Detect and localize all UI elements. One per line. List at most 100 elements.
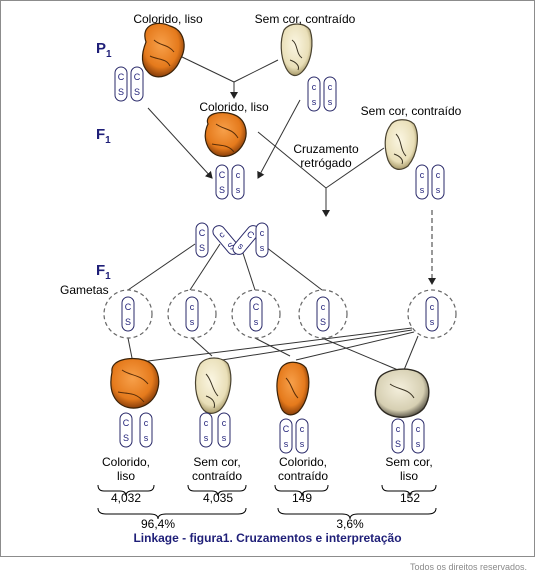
p1-colorless-chr-2-top-allele: c — [328, 82, 333, 92]
f1-recessive-chr-2-bottom-allele: s — [436, 185, 441, 195]
offspring-1-chr-2-bottom-allele: s — [144, 433, 149, 443]
offspring-4-chr-2: cs — [411, 418, 425, 454]
offspring-2-chr-2: cs — [217, 412, 231, 448]
p1-colored-chr-2: CS — [130, 66, 144, 102]
recessive-line-3 — [295, 331, 415, 361]
gamete-chr-3: Cs — [249, 296, 263, 332]
p1-colored-chr-1: CS — [114, 66, 128, 102]
parental-percentage: 96,4% — [140, 517, 176, 531]
offspring-3-chr-2: cs — [295, 418, 309, 454]
gamete-circle-2 — [167, 289, 217, 339]
gamete-chr-4-top-allele: c — [321, 302, 326, 312]
gamete-chr-2-top-allele: c — [190, 302, 195, 312]
seed-offspring-colorless-smooth — [374, 368, 430, 418]
seed-f1-colored — [204, 111, 247, 157]
offspring-2-chr-2-bottom-allele: s — [222, 433, 227, 443]
p1-colored-chr-1-bottom-allele: S — [118, 87, 124, 97]
brace-count-3 — [274, 484, 329, 497]
p1-right-connector — [233, 59, 279, 83]
f1-recessive-chr-1-bottom-allele: s — [420, 185, 425, 195]
recessive-line-4 — [403, 335, 419, 371]
f1-chr-1: CS — [215, 164, 229, 200]
offspring-line-4 — [321, 337, 399, 371]
gamete-chr-3-top-allele: C — [253, 302, 260, 312]
crossover-chr-3-bottom-allele: s — [236, 241, 246, 252]
gamete-chr-3-bottom-allele: s — [254, 317, 259, 327]
gamete-circles — [103, 289, 457, 339]
offspring-2-label: Sem cor,contraído — [182, 455, 252, 483]
f1-chr-2-bottom-allele: s — [236, 185, 241, 195]
gamete-circle-4 — [298, 289, 348, 339]
f1-colorless-label: Sem cor, contraído — [360, 104, 462, 118]
offspring-2-chr-1-top-allele: c — [204, 418, 209, 428]
gamete-chr-5: cs — [425, 296, 439, 332]
gamete-chr-2: cs — [185, 296, 199, 332]
offspring-1-chr-2: cs — [139, 412, 153, 448]
f1-chr-1-top-allele: C — [219, 170, 226, 180]
offspring-2-count: 4,035 — [202, 491, 234, 505]
copyright-text: Todos os direitos reservados. — [409, 562, 527, 572]
gamete-chr-5-bottom-allele: s — [430, 317, 435, 327]
offspring-1-chr-1: CS — [119, 412, 133, 448]
recessive-line-1 — [139, 327, 413, 363]
p1-colorless-label: Sem cor, contraído — [254, 12, 356, 26]
p1-colorless-chr-2-bottom-allele: s — [328, 97, 333, 107]
offspring-2-chr-2-top-allele: c — [222, 418, 227, 428]
crossover-chr-4: cs — [255, 222, 269, 258]
gamete-chr-1: CS — [121, 296, 135, 332]
crossover-chr-3-top-allele: C — [245, 229, 257, 241]
gamete-line-1 — [127, 243, 196, 291]
seed-p1-colorless — [280, 23, 313, 77]
offspring-4-chr-1-top-allele: c — [396, 424, 401, 434]
recombinant-percentage: 3,6% — [336, 517, 364, 531]
seed-offspring-colored-shrunken — [276, 361, 310, 416]
p1-colored-label: Colorido, liso — [133, 12, 203, 26]
brace-count-2 — [187, 484, 247, 497]
offspring-3-label: Colorido,contraído — [268, 455, 338, 483]
p1-colored-chr-1-top-allele: C — [118, 72, 125, 82]
f1-recessive-chr-1: cs — [415, 164, 429, 200]
offspring-1-label: Colorido,liso — [96, 455, 156, 483]
f1-chr-2-top-allele: c — [236, 170, 241, 180]
generation-f1-gametes-index: 1 — [105, 271, 111, 282]
generation-f1-gametes-letter: F — [96, 262, 106, 279]
offspring-3-count: 149 — [291, 491, 313, 505]
p1-colorless-chr-1-top-allele: c — [312, 82, 317, 92]
offspring-2-chr-1-bottom-allele: s — [204, 433, 209, 443]
offspring-3-chr-1-bottom-allele: s — [284, 439, 289, 449]
backcross-label-line-2: retrógado — [300, 156, 352, 170]
offspring-3-chr-2-bottom-allele: s — [300, 439, 305, 449]
f1-recessive-chr-1-top-allele: c — [420, 170, 425, 180]
p1-colorless-chr-1-bottom-allele: s — [312, 97, 317, 107]
gamete-circle-1 — [103, 289, 153, 339]
offspring-line-3 — [254, 337, 291, 357]
gamete-chr-1-bottom-allele: S — [125, 317, 131, 327]
gamete-circle-3 — [231, 289, 281, 339]
footer-bar: Todos os direitos reservados. — [0, 556, 535, 577]
gamete-chr-2-bottom-allele: s — [190, 317, 195, 327]
generation-f1-letter: F — [96, 126, 106, 143]
offspring-1-count: 4,032 — [110, 491, 142, 505]
f1-recessive-chr-2: cs — [431, 164, 445, 200]
seed-f1-colorless — [384, 119, 418, 170]
gamete-circle-5 — [407, 289, 457, 339]
backcross-line-left — [257, 131, 327, 189]
p1-colored-chr-2-bottom-allele: S — [134, 87, 140, 97]
p1-left-connector — [179, 55, 235, 83]
p1-chromosome-to-f1-arrow — [147, 107, 213, 179]
generation-f1-index: 1 — [105, 135, 111, 146]
offspring-3-label-line-2: contraído — [277, 469, 329, 483]
offspring-4-chr-2-top-allele: c — [416, 424, 421, 434]
generation-f1-gametes: F1 — [96, 262, 111, 282]
offspring-1-chr-2-top-allele: c — [144, 418, 149, 428]
offspring-4-chr-1-bottom-allele: S — [395, 439, 401, 449]
offspring-4-label-line-2: liso — [399, 469, 418, 483]
offspring-4-chr-2-bottom-allele: s — [416, 439, 421, 449]
offspring-line-1 — [127, 337, 133, 359]
offspring-1-chr-1-bottom-allele: S — [123, 433, 129, 443]
brace-count-4 — [381, 484, 437, 497]
generation-f1: F1 — [96, 126, 111, 146]
